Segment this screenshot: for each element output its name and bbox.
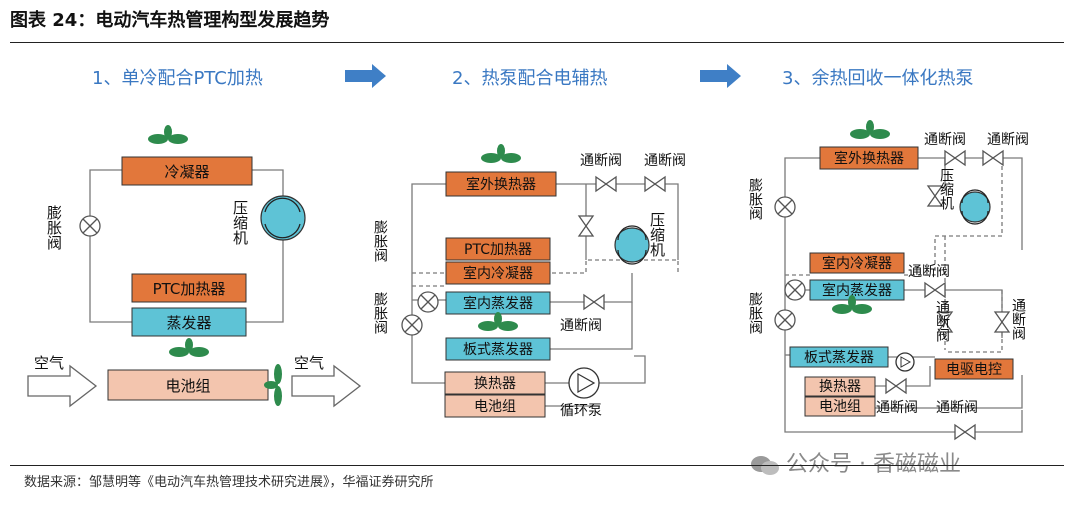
plate-evaporator-2-label: 板式蒸发器 bbox=[463, 342, 533, 358]
battery-fan-icon bbox=[264, 364, 282, 406]
evaporator-fan-icon bbox=[169, 338, 209, 357]
wechat-icon bbox=[750, 454, 780, 476]
compressor-2-label: 压缩机 bbox=[648, 212, 666, 258]
pump-3-icon bbox=[895, 352, 915, 372]
motor-control-box bbox=[934, 358, 1014, 380]
shutoff-valve-label-2: 通断阀 bbox=[644, 153, 686, 169]
plate-evaporator-3-box bbox=[789, 346, 889, 368]
circulation-pump-label: 循环泵 bbox=[560, 403, 602, 419]
condenser-fan-icon bbox=[148, 125, 188, 144]
compressor-3-label: 压缩机 bbox=[938, 168, 954, 211]
watermark: 公众号 · 香磁磁业 bbox=[750, 446, 961, 478]
ptc-heater-label: PTC加热器 bbox=[153, 280, 226, 298]
shutoff-valve-icon-4 bbox=[583, 294, 605, 310]
indoor-evaporator-fan-icon bbox=[478, 312, 518, 331]
expansion-valve-2a-label: 膨胀阀 bbox=[372, 219, 388, 263]
shutoff-valve-3-icon-8 bbox=[954, 424, 976, 440]
shutoff-valve-3-label-6: 通断阀 bbox=[1010, 298, 1026, 341]
shutoff-valve-3-icon-1 bbox=[944, 150, 966, 166]
heat-exchanger-3-box bbox=[804, 376, 876, 397]
stage-1-title: 1、单冷配合PTC加热 bbox=[92, 68, 263, 89]
watermark-text: 公众号 · 香磁磁业 bbox=[786, 452, 961, 477]
ptc-heater-box bbox=[131, 273, 247, 303]
indoor-condenser-3-label: 室内冷凝器 bbox=[822, 255, 892, 272]
stage-2-title: 2、热泵配合电辅热 bbox=[452, 68, 608, 89]
indoor-condenser-3-box bbox=[809, 252, 905, 274]
compressor-label: 压缩机 bbox=[231, 200, 249, 246]
compressor-3-icon bbox=[959, 191, 991, 223]
shutoff-valve-3-icon-2 bbox=[982, 150, 1004, 166]
plate-evaporator-2-box bbox=[445, 337, 551, 361]
stage-3-title: 3、余热回收一体化热泵 bbox=[782, 68, 974, 89]
shutoff-valve-3-icon-6 bbox=[994, 311, 1010, 333]
heat-exchanger-2-box bbox=[444, 371, 546, 395]
outdoor-hx-fan-icon bbox=[481, 144, 521, 163]
figure-title: 图表 24：电动汽车热管理构型发展趋势 bbox=[10, 10, 330, 31]
compressor-2-icon bbox=[614, 227, 650, 263]
shutoff-valve-icon-2 bbox=[644, 176, 666, 192]
source-note: 数据来源：邹慧明等《电动汽车热管理技术研究进展》，华福证券研究所 bbox=[24, 475, 434, 490]
shutoff-valve-label-4: 通断阀 bbox=[560, 318, 602, 334]
outdoor-hx-3-box bbox=[819, 146, 919, 170]
indoor-evaporator-3-box bbox=[809, 279, 905, 301]
expansion-valve-3a-icon bbox=[774, 196, 796, 218]
shutoff-valve-3-label-2: 通断阀 bbox=[987, 132, 1029, 148]
top-rule bbox=[10, 42, 1064, 43]
circulation-pump-icon bbox=[568, 367, 600, 399]
indoor-evaporator-2-label: 室内蒸发器 bbox=[463, 295, 533, 312]
stage-1-diagram bbox=[89, 169, 284, 323]
indoor-condenser-2-label: 室内冷凝器 bbox=[463, 265, 533, 282]
shutoff-valve-3-label-4: 通断阀 bbox=[908, 264, 950, 280]
shutoff-valve-icon-3 bbox=[578, 215, 594, 237]
shutoff-valve-icon-1 bbox=[595, 176, 617, 192]
bottom-rule bbox=[10, 465, 1064, 466]
plate-evaporator-3-label: 板式蒸发器 bbox=[804, 350, 874, 366]
outdoor-hx-3-fan-icon bbox=[850, 120, 890, 139]
shutoff-valve-3-label-5: 通断阀 bbox=[934, 300, 950, 343]
ptc-heater-2-box bbox=[445, 237, 551, 261]
battery-3-label: 电池组 bbox=[819, 399, 861, 415]
shutoff-valve-3-icon-7 bbox=[885, 378, 907, 394]
shutoff-valve-3-label-8: 通断阀 bbox=[936, 400, 978, 416]
battery-box bbox=[107, 369, 269, 401]
expansion-valve-3c-icon bbox=[774, 309, 796, 331]
outdoor-hx-box bbox=[445, 171, 557, 197]
evaporator-label: 蒸发器 bbox=[166, 314, 211, 332]
compressor-icon bbox=[260, 195, 306, 241]
ptc-heater-2-label: PTC加热器 bbox=[464, 242, 532, 258]
condenser-label: 冷凝器 bbox=[164, 163, 209, 181]
evaporator-box bbox=[131, 307, 247, 337]
battery-2-box bbox=[444, 394, 546, 418]
outdoor-hx-label: 室外换热器 bbox=[466, 176, 536, 193]
expansion-valve-2b-icon bbox=[401, 314, 423, 336]
shutoff-valve-label-1: 通断阀 bbox=[580, 153, 622, 169]
indoor-condenser-2-box bbox=[445, 261, 551, 285]
battery-3-box bbox=[804, 396, 876, 417]
expansion-valve-label: 膨胀阀 bbox=[45, 205, 63, 251]
shutoff-valve-3-label-7: 通断阀 bbox=[876, 400, 918, 416]
indoor-evaporator-3-label: 室内蒸发器 bbox=[822, 282, 892, 299]
stage-arrow-2 bbox=[700, 64, 741, 88]
heat-exchanger-2-label: 换热器 bbox=[474, 375, 516, 392]
condenser-box bbox=[121, 156, 253, 186]
shutoff-valve-3-icon-4 bbox=[924, 282, 946, 298]
expansion-valve-2b-label: 膨胀阀 bbox=[372, 291, 388, 335]
air-out-label: 空气 bbox=[294, 354, 324, 372]
stage-arrow-1 bbox=[345, 64, 386, 88]
heat-exchanger-3-label: 换热器 bbox=[819, 378, 861, 395]
battery-2-label: 电池组 bbox=[474, 399, 516, 415]
battery-label: 电池组 bbox=[165, 377, 210, 395]
expansion-valve-3b-icon bbox=[784, 279, 806, 301]
expansion-valve-3c-label: 膨胀阀 bbox=[747, 291, 763, 335]
outdoor-hx-3-label: 室外换热器 bbox=[834, 150, 904, 167]
air-out-arrow bbox=[291, 364, 362, 408]
air-in-label: 空气 bbox=[34, 354, 64, 372]
motor-control-label: 电驱电控 bbox=[946, 362, 1002, 378]
expansion-valve-2a-icon bbox=[417, 291, 439, 313]
expansion-valve-3a-label: 膨胀阀 bbox=[747, 177, 763, 221]
shutoff-valve-3-label-1: 通断阀 bbox=[924, 132, 966, 148]
expansion-valve-icon bbox=[79, 215, 101, 237]
air-in-arrow bbox=[27, 364, 98, 408]
